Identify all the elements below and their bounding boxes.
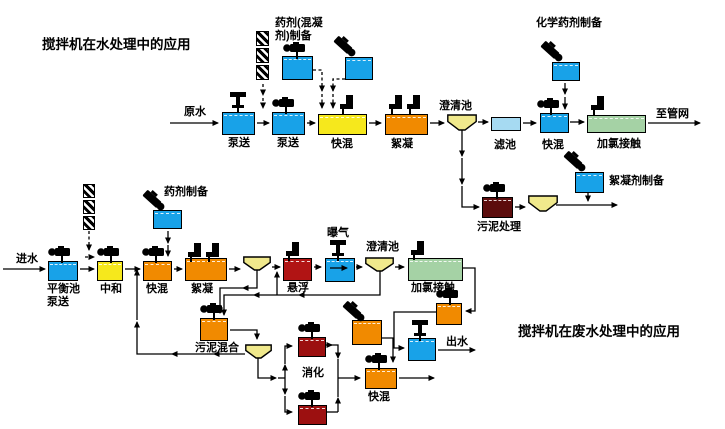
label-pumping-2: 泵送 xyxy=(277,137,299,149)
label-chemical-prep: 化学药剂制备 xyxy=(536,17,602,29)
tank-flocculation-top xyxy=(385,114,428,135)
tank-pumping-2 xyxy=(272,112,305,135)
tank-chem-prep-bottom xyxy=(153,210,182,229)
mixer-icon xyxy=(339,298,369,328)
mixer-icon xyxy=(560,148,590,178)
dosing-box-icon xyxy=(256,48,269,63)
label-clarifier-bottom: 澄清池 xyxy=(366,241,399,253)
tank-rapid-mix-4 xyxy=(365,368,397,389)
tank-filter xyxy=(491,117,521,131)
tank-effluent xyxy=(408,338,436,361)
mixer-icon xyxy=(591,96,607,115)
tank-coagulant-prep-2 xyxy=(345,57,373,80)
dosing-box-icon xyxy=(256,65,269,80)
dosing-box-icon xyxy=(256,31,269,46)
mixer-icon xyxy=(48,246,72,263)
mixer-icon xyxy=(537,38,567,68)
label-outlet: 出水 xyxy=(446,336,468,348)
mixer-icon xyxy=(327,240,349,261)
mixer-icon xyxy=(409,320,431,341)
label-filter: 滤池 xyxy=(494,139,516,151)
mixer-icon xyxy=(286,242,302,261)
tank-rapid-mix-3 xyxy=(143,261,172,281)
label-pumping-1: 泵送 xyxy=(228,137,250,149)
mixer-icon xyxy=(272,97,296,114)
tank-floc-prep xyxy=(575,172,604,193)
label-digestion: 消化 xyxy=(302,367,324,379)
tank-coagulant-prep xyxy=(282,56,313,80)
label-sludge-treatment: 污泥处理 xyxy=(477,221,521,233)
tank-chlorine-contact-top xyxy=(587,115,646,133)
label-aeration: 曝气 xyxy=(327,227,349,239)
mixer-icon xyxy=(298,322,322,339)
label-equalization: 平衡池泵送 xyxy=(47,283,80,308)
label-rapid-mix-3: 快混 xyxy=(146,283,168,295)
mixer-icon xyxy=(139,187,169,217)
label-flocculation-bottom: 絮凝 xyxy=(191,283,213,295)
clarifier-funnel-floc xyxy=(243,256,271,271)
label-rapid-mix-1: 快混 xyxy=(331,138,353,150)
tank-aeration xyxy=(325,258,355,282)
tank-rapid-mix-2 xyxy=(540,113,569,133)
tank-neutralization xyxy=(97,261,123,281)
mixer-icon xyxy=(283,42,307,59)
tank-sludge-treatment xyxy=(482,197,513,218)
tank-flocculation-bottom xyxy=(185,258,227,281)
mixer-icon xyxy=(537,98,561,115)
mixer-icon xyxy=(411,241,427,260)
tank-pumping-1 xyxy=(222,112,255,135)
title-wastewater-treatment: 搅拌机在废水处理中的应用 xyxy=(518,324,680,339)
mixer-icon xyxy=(188,243,204,262)
label-to-network: 至管网 xyxy=(656,108,689,120)
tank-chemical-prep xyxy=(552,62,580,81)
title-water-treatment: 搅拌机在水处理中的应用 xyxy=(42,37,191,52)
mixer-icon xyxy=(97,246,121,263)
dosing-box-icon xyxy=(83,216,95,230)
label-chlorine-contact-bottom: 加氯接触 xyxy=(411,282,455,294)
label-coagulant-prep: 药剂(混凝剂)制备 xyxy=(275,17,323,42)
tank-digestion-1 xyxy=(298,337,326,357)
tank-equalization xyxy=(48,261,78,281)
clarifier-funnel-bottom xyxy=(365,257,394,272)
mixer-icon xyxy=(389,95,405,114)
label-sludge-mixing: 污泥混合 xyxy=(195,342,239,354)
label-neutralization: 中和 xyxy=(100,283,122,295)
label-floc-prep: 絮凝剂制备 xyxy=(609,175,664,187)
tank-chem-prep-sludge xyxy=(352,320,382,345)
label-rapid-mix-2: 快混 xyxy=(542,139,564,151)
sludge-funnel-top xyxy=(528,195,558,212)
label-raw-water: 原水 xyxy=(184,106,206,118)
label-chem-prep-bottom: 药剂制备 xyxy=(164,186,208,198)
label-flotation: 悬浮 xyxy=(287,282,309,294)
label-clarifier-top: 澄清池 xyxy=(439,100,472,112)
label-inlet: 进水 xyxy=(16,253,38,265)
mixer-icon xyxy=(330,33,360,63)
tank-sludge-mixing xyxy=(200,318,228,341)
mixer-icon xyxy=(298,390,322,407)
mixer-icon xyxy=(436,288,460,305)
dosing-box-icon xyxy=(83,200,95,214)
dosing-box-icon xyxy=(83,184,95,198)
mixer-icon xyxy=(365,353,389,370)
sludge-funnel-bottom xyxy=(245,344,272,359)
tank-rapid-mix-1 xyxy=(318,114,367,135)
tank-flotation xyxy=(283,258,312,281)
label-rapid-mix-4: 快混 xyxy=(368,391,390,403)
mixer-icon xyxy=(200,303,224,320)
mixer-icon xyxy=(206,243,222,262)
tank-chlorine-contact-bottom xyxy=(408,258,463,281)
label-chlorine-contact-top: 加氯接触 xyxy=(597,138,641,150)
mixer-icon xyxy=(227,92,249,113)
clarifier-funnel-top xyxy=(447,114,477,131)
mixer-icon xyxy=(142,246,166,263)
tank-sludge-holding xyxy=(436,303,462,325)
mixer-icon xyxy=(483,182,507,199)
dosing-units-icon xyxy=(256,31,269,80)
mixer-icon xyxy=(340,95,356,114)
tank-digestion-2 xyxy=(298,405,327,425)
dosing-units-icon xyxy=(83,184,95,230)
label-flocculation-top: 絮凝 xyxy=(391,138,413,150)
mixer-icon xyxy=(407,95,423,114)
